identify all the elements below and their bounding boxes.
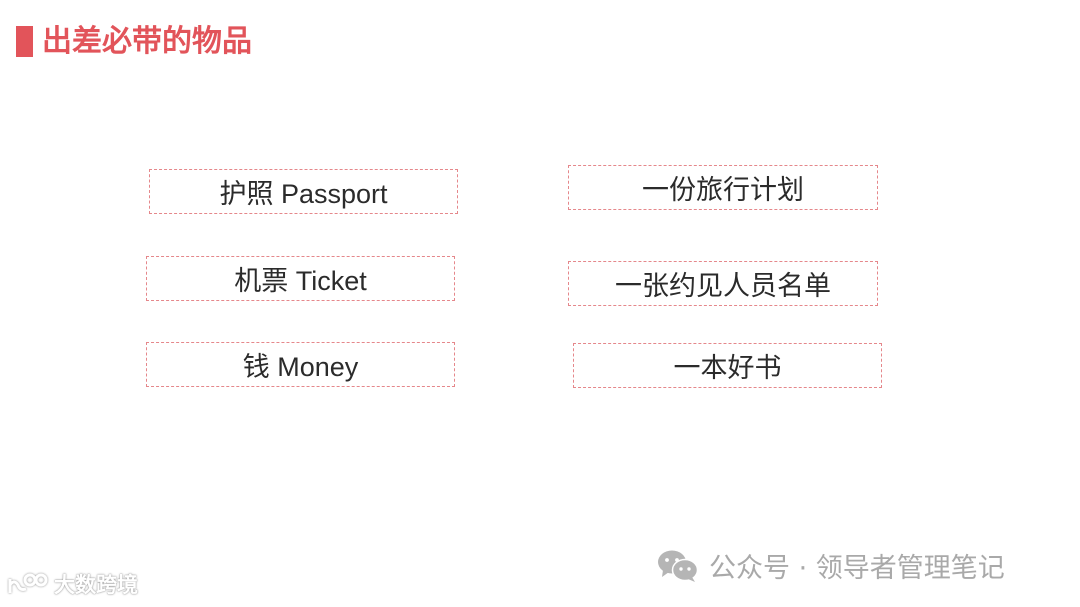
item-label: 一份旅行计划 — [642, 175, 804, 205]
wechat-icon — [658, 550, 699, 582]
item-label: 钱 Money — [242, 352, 359, 382]
brand-watermark: 大数跨境 — [6, 569, 138, 599]
logo-mark-icon — [8, 573, 48, 593]
item-label: 机票 Ticket — [234, 266, 367, 296]
item-box-contact-list: 一张约见人员名单 — [568, 261, 878, 306]
wechat-account-text: 公众号 · 领导者管理笔记 — [709, 553, 1005, 584]
page-title: 出差必带的物品 — [42, 24, 252, 59]
wechat-watermark: 公众号 · 领导者管理笔记 — [657, 546, 1005, 585]
item-box-money: 钱 Money — [146, 342, 455, 387]
item-box-good-book: 一本好书 — [573, 343, 882, 388]
item-label: 一张约见人员名单 — [615, 271, 831, 301]
item-box-travel-plan: 一份旅行计划 — [568, 165, 878, 210]
item-box-passport: 护照 Passport — [149, 169, 458, 214]
item-box-ticket: 机票 Ticket — [146, 256, 455, 301]
title-accent-bar — [16, 26, 33, 57]
item-label: 护照 Passport — [219, 179, 388, 209]
brand-name: 大数跨境 — [54, 573, 138, 597]
item-label: 一本好书 — [673, 353, 782, 383]
